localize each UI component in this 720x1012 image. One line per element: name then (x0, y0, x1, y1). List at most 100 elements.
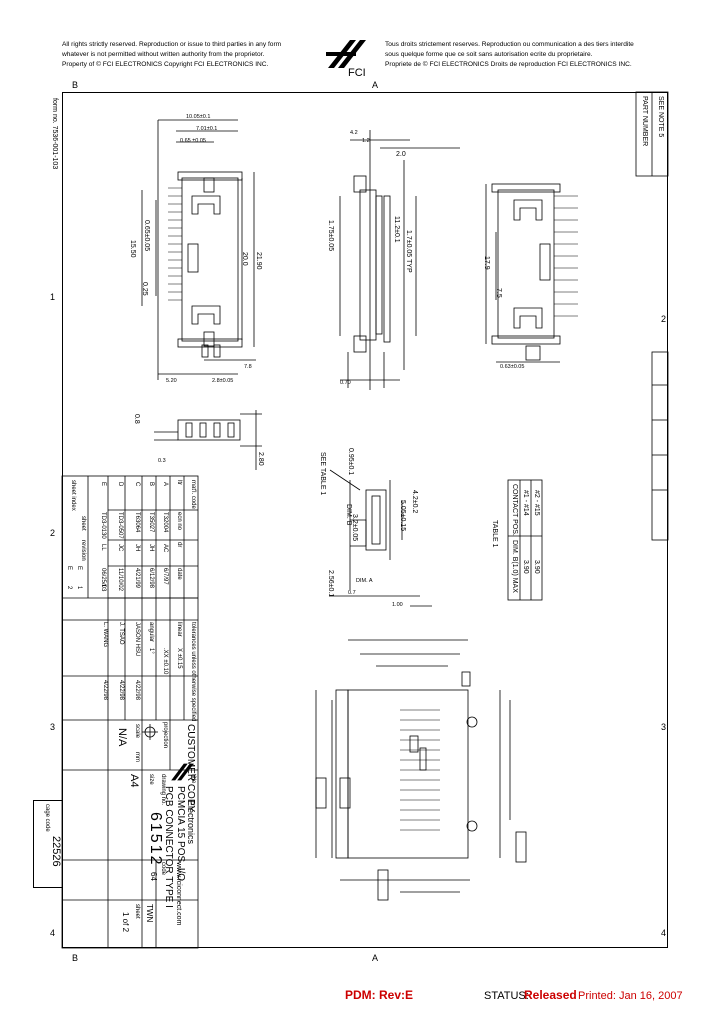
table1-col1: CONTACT POS. (511, 484, 518, 536)
table1-r1c1: #1 - #14 (522, 490, 529, 516)
status-value: Released (524, 988, 577, 1002)
zone-num-4-left: 4 (50, 928, 56, 938)
rev-b-ltr: B (148, 482, 154, 487)
rev-d-date: 11/10/02 (117, 568, 123, 591)
dim-pitch: 0.65±0.05 (143, 220, 150, 252)
cage-code-box (33, 800, 63, 888)
dim-21-90: 21.90 (255, 252, 262, 270)
revision-col: revision (80, 540, 86, 561)
matl-code: mat'l. code (190, 480, 196, 509)
dim-0-8: 0.8 (133, 414, 140, 424)
tol-xx: .XX ±0.10 (162, 648, 168, 675)
table1-r2c1: #2 - #15 (533, 490, 540, 516)
linear-label: linear (176, 622, 182, 637)
dim-5-05: 5.05±0.15 (399, 500, 406, 532)
pdm-revision: PDM: Rev:E (345, 988, 414, 1002)
rev-c-dr: JH (134, 544, 140, 552)
dim-0-95: 0.95±0.1 (347, 448, 354, 476)
zone-letter-top-mid: A (372, 80, 379, 90)
sheet-row-e1: E (76, 566, 82, 571)
zone-letter-top-left: B (72, 80, 79, 90)
sheet-index-label: sheet index (70, 480, 76, 511)
tolerances-label: tolerances unless otherwise specified (190, 622, 196, 722)
rev-a-date: 6/7/97 (162, 568, 168, 585)
table1-title: TABLE 1 (491, 520, 498, 548)
rev-c-date: 4/21/99 (134, 568, 140, 589)
rev-e-date: 06/25/03 (100, 568, 106, 592)
zone-num-3-left: 3 (50, 722, 56, 732)
dim-2-56: 2.56±0.1 (327, 570, 334, 598)
rev-d-ecn: TD3-0507 (117, 512, 123, 539)
rev-b-date: 6/12/98 (148, 568, 154, 589)
rev-c-ltr: C (134, 482, 140, 487)
cage-code-label: cage code (44, 804, 50, 832)
rev-b-ecn: T35027 (148, 512, 154, 533)
sheet-row-num1: 1 (76, 586, 82, 590)
dim-2-8: 2.8±0.05 (212, 378, 234, 384)
dim-0-63: 0.63±0.05 (500, 364, 525, 370)
copyright-en-3: Property of © FCI ELECTRONICS Copyright … (62, 61, 269, 68)
code-label: code (160, 862, 166, 876)
zone-letter-bottom-left: B (72, 953, 79, 963)
zone-num-2-left: 2 (50, 528, 56, 538)
sheet-label: sheet (134, 904, 140, 919)
website: www.fciconnect.com (175, 862, 182, 926)
copyright-fr-3: Propriete de © FCI ELECTRONICS Droits de… (385, 61, 632, 68)
sheet-row1-num: 1 (100, 584, 106, 588)
drawing-number: 61512 (147, 812, 164, 867)
part-number-label: PART NUMBER (641, 96, 648, 147)
zone-num-1-right: 2 (661, 314, 667, 324)
sheet-col: sheet (80, 516, 86, 531)
zone-num-1-left: 1 (50, 292, 56, 302)
tol-angle: 1° (148, 648, 154, 654)
dim-0-70: 0.70 (340, 380, 351, 386)
rev-c-ecn: T63064 (134, 512, 140, 533)
projection-label: projection (162, 722, 168, 749)
approved-date: 4/22/98 (102, 680, 108, 701)
logo-text: FCI (348, 67, 366, 79)
rev-d-ltr: D (117, 482, 123, 487)
dim-1-75: 1.75±0.05 (327, 220, 334, 252)
dim-2-80: 2.80 (257, 452, 264, 466)
rev-a-ecn: T32004 (162, 512, 168, 533)
printed-date: Printed: Jan 16, 2007 (578, 990, 683, 1002)
drawn-by: JASON HSU (134, 622, 140, 657)
status-label: STATUS: (484, 990, 529, 1002)
rev-e-ltr: E (100, 482, 106, 487)
table1-r1c2: 3.90 (522, 560, 529, 574)
dim-7-8: 7.8 (244, 364, 252, 370)
rev-a-ltr: A (162, 482, 168, 487)
dwg-no-label: drawing no. (160, 774, 166, 806)
rev-hdr-date: date (176, 568, 182, 580)
company-name: Electronics (186, 800, 196, 845)
copyright-en-2: whatever is not permitted without writte… (62, 51, 265, 58)
checked-date: 4/22/98 (118, 680, 124, 701)
sheet-row-e2: E (66, 566, 72, 571)
dim-20-0: 20.0 (241, 252, 248, 266)
dim-a-label: DIM. A (356, 578, 373, 584)
rev-hdr-ecn: ecn no (176, 512, 182, 531)
dim-1-7: 1.7±0.05 TYP (405, 230, 412, 273)
approved-by: L. WANG (102, 622, 108, 648)
rev-b-dr: JH (148, 544, 154, 552)
dim-11-2: 11.2±0.1 (393, 216, 400, 243)
rev-hdr-dr: dr (176, 542, 182, 548)
dim-4-2b: 4.2±0.2 (411, 490, 418, 514)
drawn-date: 4/22/98 (134, 680, 140, 701)
scale-value: N/A (116, 728, 128, 747)
rev-hdr-ltr: ltr (176, 480, 182, 485)
rev-d-dr: JC (117, 544, 123, 552)
dim-17-9: 17.9 (483, 256, 490, 270)
fci-logo (326, 40, 366, 68)
dim-15-50: 15.50 (129, 240, 136, 258)
dim-0-65: 0.65 ±0.05 (180, 138, 206, 144)
cage-code-value: 22526 (50, 836, 62, 867)
dim-b-label: DIM. B (345, 504, 352, 526)
dim-2-0: 2.0 (396, 151, 406, 158)
dim-4-2: 4.2 (350, 130, 358, 136)
angular-label: angular (148, 622, 154, 643)
dim-7-01: 7.01±0.1 (196, 126, 218, 132)
zone-letter-bottom-mid: A (372, 953, 379, 963)
dim-7-5: 7.5 (495, 288, 502, 298)
